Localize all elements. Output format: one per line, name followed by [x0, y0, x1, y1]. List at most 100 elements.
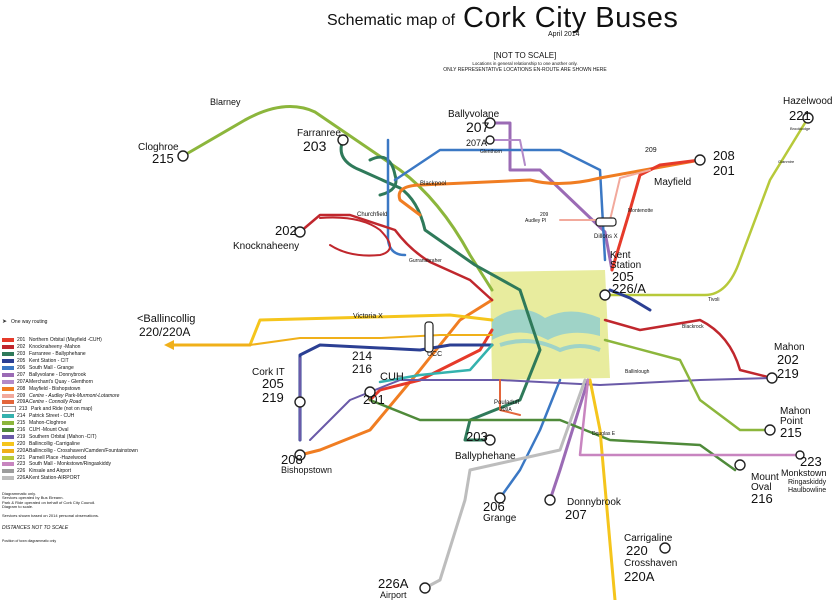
- carrigaline-terminus: [659, 542, 671, 554]
- label-mahon-point1: Mahon: [780, 406, 811, 417]
- legend-route-number: 201: [17, 337, 26, 344]
- label-carrigaline: Carrigaline: [624, 533, 673, 544]
- label-station: Station: [610, 260, 641, 271]
- label-mahon: Mahon: [774, 342, 805, 353]
- legend-route-name: Kent Station-AIRPORT: [29, 475, 81, 482]
- mayfield-terminus: [694, 154, 706, 166]
- legend-swatch: [2, 345, 14, 350]
- label-glenthorn: Glenthorn: [480, 149, 502, 155]
- label-cloghroe-num: 215: [152, 151, 174, 166]
- legend-route-name: Centre - Connolly Road: [29, 399, 82, 406]
- legend-route-number: 214: [17, 413, 26, 420]
- label-ucc: UCC: [427, 351, 442, 358]
- legend-route-number: 207: [17, 371, 26, 378]
- label-mount-oval-num: 216: [751, 491, 773, 506]
- label-glanmire: Glanmire: [778, 159, 795, 164]
- route-209a-line: [499, 379, 521, 416]
- legend-footnote: Diagrammatic only. Services operated by …: [2, 491, 167, 510]
- legend-swatch: [2, 421, 14, 426]
- label-bishopstown: Bishopstown: [281, 465, 332, 475]
- label-douglas: Douglas E: [592, 431, 616, 437]
- label-mount-oval2: Oval: [751, 482, 772, 493]
- legend-swatch: [2, 352, 14, 357]
- map-notes: [NOT TO SCALE] Locations in general rela…: [420, 51, 630, 73]
- kent-station-terminus: [599, 289, 611, 301]
- knocknaheeny-terminus: [294, 226, 306, 238]
- label-cuh: CUH: [380, 371, 404, 383]
- legend-route-name: Patrick Street - CUH: [29, 413, 75, 420]
- label-dillons: Dillons X: [594, 234, 618, 240]
- label-mayfield-num2: 201: [713, 163, 735, 178]
- airport-terminus: [419, 582, 431, 594]
- label-crosshaven-num: 220A: [624, 569, 655, 584]
- label-cuh-num1: 214: [352, 349, 372, 363]
- route-221-line: [603, 116, 810, 297]
- label-mahon-point2: Point: [780, 416, 803, 427]
- legend-route-name: Northern Orbital (Mayfield -CUH): [29, 337, 102, 344]
- legend-route-name: South Mall - Grange: [29, 365, 74, 371]
- label-victoria-x: Victoria X: [353, 313, 383, 320]
- legend-route-number: 220: [17, 440, 26, 447]
- route-202-loop: [319, 216, 391, 257]
- label-tivoli: Tivoli: [708, 297, 719, 303]
- legend-route-name: Southern Orbital (Mahon -CIT): [29, 433, 97, 440]
- label-donnybrook-num: 207: [565, 507, 587, 522]
- donnybrook-terminus: [544, 494, 556, 506]
- label-ballyvolane: Ballyvolane: [448, 109, 500, 120]
- label-brooklodge: Brooklodge: [790, 126, 811, 131]
- river-lee-south: [499, 339, 601, 353]
- route-223-line: [578, 378, 802, 457]
- label-glenthorn-num: 207A: [466, 138, 487, 148]
- legend-one-way-label: One way routing: [11, 318, 48, 325]
- label-blarney: Blarney: [210, 97, 241, 107]
- hazelwood-terminus: [802, 112, 814, 124]
- legend-swatch: [2, 338, 14, 343]
- legend-route-number: 203: [17, 351, 26, 358]
- route-206-upper: [393, 148, 607, 262]
- bishopstown-terminus: [294, 449, 306, 461]
- route-207-line: [488, 121, 614, 502]
- label-kent: Kent: [610, 250, 631, 261]
- legend-route-name: Ballyvolane - Donnybrook: [29, 371, 86, 378]
- legend-route-name: Merchant's Quay - Glenthorn: [29, 378, 94, 385]
- label-cuh-num2: 216: [352, 362, 372, 376]
- label-knocknaheeny: Knocknaheeny: [233, 241, 299, 252]
- route-203-loop: [368, 155, 398, 197]
- legend-route-number: 205: [17, 358, 26, 365]
- farranree-terminus: [337, 134, 349, 146]
- label-ballincollig: <Ballincollig: [137, 313, 195, 325]
- label-ringaskiddy: Ringaskiddy: [788, 479, 827, 486]
- legend-route-number: 213: [19, 406, 28, 413]
- label-gurranabraher: Gurranabraher: [409, 258, 442, 264]
- mount-oval-terminus: [734, 459, 746, 471]
- label-hazelwood: Hazelwood: [783, 96, 832, 107]
- label-pouladuff: Pouladuff: [494, 400, 520, 406]
- label-mahon-point-num: 215: [780, 425, 802, 440]
- legend-swatch: [2, 414, 14, 419]
- legend-route-number: 221: [17, 454, 26, 461]
- legend-footnote-line: Services operated by Bus Eireann.: [2, 495, 64, 501]
- label-ballyphehane-num: 203: [466, 429, 488, 444]
- legend-route-number: 215: [17, 420, 26, 427]
- label-pouladuff-num: 209A: [500, 407, 512, 413]
- ucc-interchange: [424, 321, 434, 353]
- legend-route-number: 207A: [17, 378, 29, 385]
- label-knocknaheeny-num: 202: [275, 223, 297, 238]
- legend-footnote-line: Park & Ride operated on behalf of Cork C…: [2, 499, 96, 505]
